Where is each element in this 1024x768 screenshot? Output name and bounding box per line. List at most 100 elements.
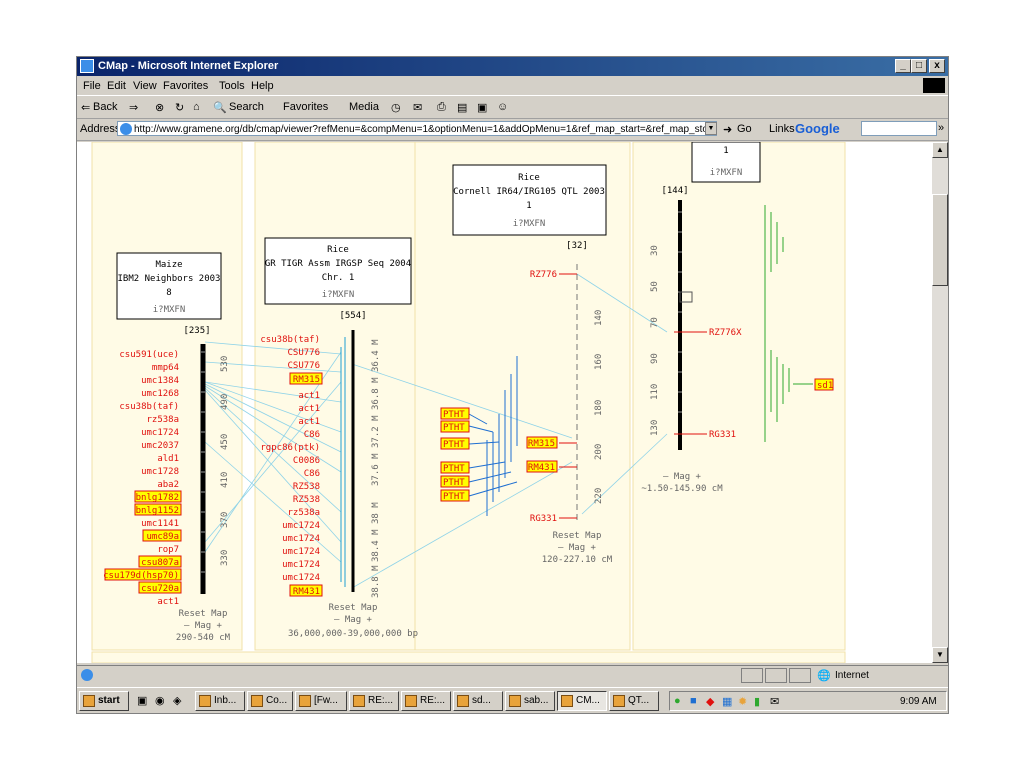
tray-mail-icon[interactable]: ✉ — [770, 696, 780, 708]
rice-tigr-feature[interactable]: act1 — [298, 391, 320, 401]
rice-tigr-feature[interactable]: umc1724 — [282, 534, 320, 544]
maize-feature-boxed[interactable]: bnlg1782 — [136, 493, 179, 503]
media-button[interactable]: Media — [349, 101, 379, 113]
vertical-scrollbar[interactable]: ▲ ▼ — [932, 142, 948, 663]
rice-tigr-feature[interactable]: rz538a — [287, 508, 320, 518]
cornell-mag[interactable]: – Mag + — [558, 543, 597, 553]
maize-feature[interactable]: csu38b(taf) — [119, 402, 179, 412]
rice-tigr-feature[interactable]: act1 — [298, 404, 320, 414]
go-button[interactable]: Go — [737, 123, 752, 135]
search-button[interactable]: Search — [229, 101, 264, 113]
links-button[interactable]: Links — [769, 123, 795, 135]
maize-feature[interactable]: mmp64 — [152, 363, 179, 373]
menu-edit[interactable]: Edit — [107, 80, 126, 92]
refresh-icon[interactable]: ↻ — [175, 102, 185, 114]
mail-icon[interactable]: ✉ — [413, 102, 423, 114]
maize-feature[interactable]: umc1728 — [141, 467, 179, 477]
maize-feature[interactable]: umc1141 — [141, 519, 179, 529]
rice-tigr-feature[interactable]: CSU776 — [287, 348, 320, 358]
minimize-button[interactable]: _ — [895, 59, 911, 73]
rice-tigr-feature[interactable]: C0086 — [293, 456, 320, 466]
quicklaunch-ie-icon[interactable]: ◉ — [155, 695, 165, 707]
rice-tigr-feature[interactable]: RZ538 — [293, 495, 320, 505]
rice-cornell-buttons[interactable]: i?MXFN — [513, 219, 546, 229]
rice-tigr-feature[interactable]: CSU776 — [287, 361, 320, 371]
taskbar-item-active[interactable]: CM... — [557, 691, 607, 711]
messenger-icon[interactable]: ☺ — [497, 101, 509, 113]
cornell-feature-rm431[interactable]: RM431 — [528, 463, 555, 473]
top-map-mag[interactable]: – Mag + — [663, 472, 702, 482]
rice-tigr-feature[interactable]: umc1724 — [282, 560, 320, 570]
maize-reset[interactable]: Reset Map — [179, 609, 228, 619]
cornell-feature-rz776[interactable]: RZ776 — [530, 270, 557, 280]
top-feature-rz776x[interactable]: RZ776X — [709, 328, 742, 338]
history-icon[interactable]: ◷ — [391, 102, 401, 114]
maize-feature[interactable]: act1 — [157, 597, 179, 607]
discuss-icon[interactable]: ▣ — [477, 102, 488, 114]
home-icon[interactable]: ⌂ — [193, 101, 200, 113]
stop-icon[interactable]: ⊗ — [155, 102, 165, 114]
maize-feature[interactable]: rop7 — [157, 545, 179, 555]
menu-favorites[interactable]: Favorites — [163, 80, 209, 92]
tray-app-icon[interactable]: ■ — [690, 695, 697, 707]
menu-help[interactable]: Help — [251, 80, 274, 92]
top-map-buttons[interactable]: i?MXFN — [710, 168, 743, 178]
print-icon[interactable]: ⎙ — [437, 101, 446, 113]
menu-view[interactable]: View — [133, 80, 157, 92]
rice-tigr-feature[interactable]: act1 — [298, 417, 320, 427]
cornell-feature-rg331[interactable]: RG331 — [530, 514, 557, 524]
taskbar-item[interactable]: RE:... — [401, 691, 451, 711]
rice-tigr-feature[interactable]: umc1724 — [282, 573, 320, 583]
taskbar-item[interactable]: Co... — [247, 691, 293, 711]
toolbar-overflow-icon[interactable]: » — [938, 122, 945, 134]
maize-feature-boxed[interactable]: csu179d(hsp70) — [103, 571, 179, 581]
rice-tigr-feature[interactable]: umc1724 — [282, 547, 320, 557]
google-toolbar-logo[interactable]: Google — [795, 121, 840, 136]
cornell-qtl-label[interactable]: PTHT — [443, 464, 465, 474]
maize-feature-boxed[interactable]: bnlg1152 — [136, 506, 179, 516]
maize-feature[interactable]: umc1384 — [141, 376, 179, 386]
favorites-button[interactable]: Favorites — [283, 101, 329, 113]
rice-tigr-feature-boxed[interactable]: RM431 — [293, 587, 320, 597]
google-search-input[interactable] — [861, 121, 937, 136]
address-dropdown-button[interactable]: ▼ — [705, 122, 717, 135]
cornell-feature-rm315[interactable]: RM315 — [528, 439, 555, 449]
cornell-qtl-label[interactable]: PTHT — [443, 423, 465, 433]
taskbar-item[interactable]: RE:... — [349, 691, 399, 711]
scroll-thumb[interactable] — [932, 194, 948, 286]
maize-feature[interactable]: aba2 — [157, 480, 179, 490]
maize-feature[interactable]: csu591(uce) — [119, 350, 179, 360]
start-button[interactable]: start — [79, 691, 129, 711]
taskbar-item[interactable]: Inb... — [195, 691, 245, 711]
maize-feature[interactable]: umc1268 — [141, 389, 179, 399]
tray-sun-icon[interactable]: ✹ — [738, 696, 748, 708]
rice-tigr-feature[interactable]: csu38b(taf) — [260, 335, 320, 345]
maize-feature[interactable]: ald1 — [157, 454, 179, 464]
cornell-qtl-label[interactable]: PTHT — [443, 478, 465, 488]
edit-icon[interactable]: ▤ — [457, 102, 468, 114]
tray-alert-icon[interactable]: ◆ — [706, 696, 715, 708]
maize-buttons[interactable]: i?MXFN — [153, 305, 186, 315]
rice-tigr-feature-boxed[interactable]: RM315 — [293, 375, 320, 385]
tray-signal-icon[interactable]: ▮ — [754, 696, 761, 708]
maize-mag[interactable]: – Mag + — [184, 621, 223, 631]
tray-network-icon[interactable]: ● — [674, 695, 681, 707]
cornell-qtl-label[interactable]: PTHT — [443, 492, 465, 502]
menu-tools[interactable]: Tools — [219, 80, 245, 92]
rice-tigr-reset[interactable]: Reset Map — [329, 603, 378, 613]
cornell-reset[interactable]: Reset Map — [553, 531, 602, 541]
back-button[interactable]: Back — [93, 101, 118, 113]
scroll-up-button[interactable]: ▲ — [932, 142, 948, 158]
menu-file[interactable]: File — [83, 80, 101, 92]
rice-tigr-buttons[interactable]: i?MXFN — [322, 290, 355, 300]
tray-flag-icon[interactable]: ▦ — [722, 696, 733, 708]
rice-tigr-feature[interactable]: C86 — [304, 469, 320, 479]
address-input[interactable]: http://www.gramene.org/db/cmap/viewer?re… — [117, 121, 717, 136]
maize-feature[interactable]: umc2037 — [141, 441, 179, 451]
taskbar-item[interactable]: sd... — [453, 691, 503, 711]
maize-feature[interactable]: umc1724 — [141, 428, 179, 438]
cornell-qtl-label[interactable]: PTHT — [443, 440, 465, 450]
quicklaunch-desktop-icon[interactable]: ▣ — [137, 695, 148, 707]
rice-tigr-feature[interactable]: umc1724 — [282, 521, 320, 531]
taskbar-item[interactable]: [Fw... — [295, 691, 347, 711]
